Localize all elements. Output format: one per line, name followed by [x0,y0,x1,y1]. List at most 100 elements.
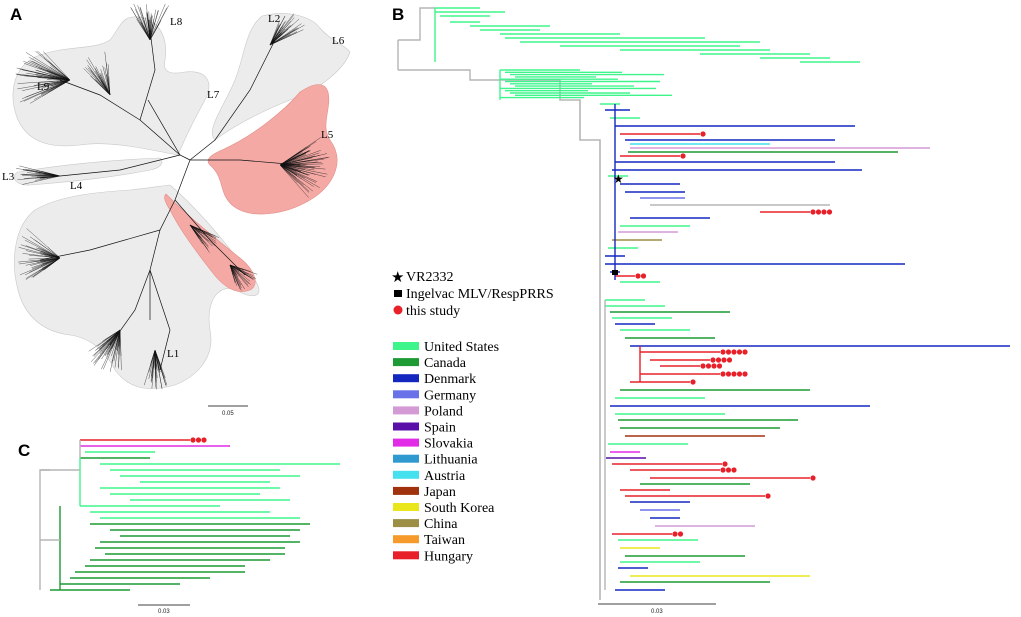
clade-label-l6: L6 [332,35,345,47]
panel-a-branch [98,329,121,352]
panel-a-branch [189,224,216,246]
legend-ingelvac-label: Ingelvac MLV/RespPRRS [406,287,554,302]
panel-a-branch [269,32,277,46]
panel-a-branch [41,79,71,95]
panel-a-branch [88,57,111,96]
panel-a-branch [15,73,71,81]
legend-label-china: China [424,517,458,532]
panel-a-branch [269,20,280,46]
panel-a-branch [154,349,167,387]
panel-a-branch [229,264,258,275]
panel-a-branch [26,228,61,259]
panel-a-branch [90,329,121,363]
b-low-study-marker [700,363,706,369]
b-low-study-marker [725,349,732,355]
panel-a-branch [22,169,61,177]
legend-label-taiwan: Taiwan [424,533,465,548]
panel-a-branch [269,21,291,46]
b-low-study-marker [716,363,723,369]
panel-b: B ★ 0.03 [392,5,1010,615]
legend-swatch-germany [393,390,419,399]
legend-swatch-south-korea [393,503,419,511]
panel-a-branch [18,257,61,263]
panel-a-branch [50,65,71,81]
panel-a-branch [279,164,321,167]
b-mid-study-marker [700,131,706,137]
b-mid-study-marker [810,209,816,215]
panel-a-branch [104,329,121,356]
b-mid-study-marker [821,209,827,215]
panel-a-branch [147,14,151,41]
panel-c-letter: C [18,441,30,460]
panel-a-branch [279,156,330,166]
panel-a-branch [269,21,285,46]
panel-a-branch [19,257,61,276]
b-low-study-marker [742,349,748,355]
legend-label-germany: Germany [424,388,476,403]
legend-swatch-united-states [393,342,419,350]
panel-a-branch [95,66,111,96]
panel-a-branch [43,51,71,81]
panel-a-branch [279,164,317,182]
panel-a-branch [23,175,61,179]
panel-a-branch [189,224,213,247]
legend-swatch-lithuania [393,454,419,463]
panel-a-branch [41,171,61,177]
panel-a-branch [229,264,256,279]
panel-a-branch [149,15,153,41]
panel-a: A L8 L2 L6 L7 L9 L5 L3 L4 [2,3,351,417]
legend-label-japan: Japan [424,485,456,500]
legend-swatch-poland [393,406,419,415]
panel-a-branch [279,164,305,170]
ingelvac-square-marker [612,270,618,275]
panel-a-branch [279,164,316,175]
panel-b-scale-label: 0.03 [651,609,663,615]
panel-a-branch [279,157,313,166]
panel-a-branch [28,257,61,260]
legend-swatch-china [393,519,419,528]
panel-a-branch [41,79,71,89]
b-low-study-marker [715,357,722,363]
panel-a-branch [148,349,156,380]
panel-a-branch [22,175,61,185]
panel-a-branch [279,164,326,170]
b-low-study-marker [736,349,743,355]
legend-vr2332-label: VR2332 [406,270,453,285]
legend-label-slovakia: Slovakia [424,437,474,452]
panel-a-branch [35,174,61,177]
panel-c: C 0.03 [18,437,340,615]
panel-a-branch [229,264,235,276]
panel-a-branch [118,329,121,356]
panel-a-branch [106,329,121,350]
legend-this-study: this study [393,304,460,319]
panel-a-branch [36,257,61,262]
panel-a-branch [151,349,156,389]
clade-label-l9: L9 [37,81,50,93]
panel-a-branch-bundles [15,3,330,390]
legend-label-denmark: Denmark [424,372,476,387]
clade-label-l5: L5 [321,129,334,141]
panel-a-branch [42,257,61,270]
clade-label-l7: L7 [207,89,220,101]
b-low-study-marker [711,363,717,369]
panel-a-branch [269,23,302,46]
panel-a-branch [229,264,245,290]
panel-a-branch [35,74,71,81]
panel-a-branch [46,79,71,81]
legend-swatch-austria [393,470,419,479]
panel-a-branch [279,164,301,172]
panel-a-branch [89,67,111,96]
star-icon: ★ [391,268,404,286]
panel-a-branch [35,69,71,81]
legend-swatch-japan [393,486,419,495]
panel-a-branch [149,3,166,41]
panel-b-tree: ★ [397,7,1010,600]
panel-a-branch [149,9,156,41]
panel-a-branch [30,79,71,104]
panel-a-branch [229,264,249,275]
legend-swatch-hungary [393,551,419,560]
panel-a-branch [35,51,71,81]
panel-a-branch [104,67,111,96]
panel-a-branch [109,329,121,352]
panel-a-branch [25,52,71,81]
